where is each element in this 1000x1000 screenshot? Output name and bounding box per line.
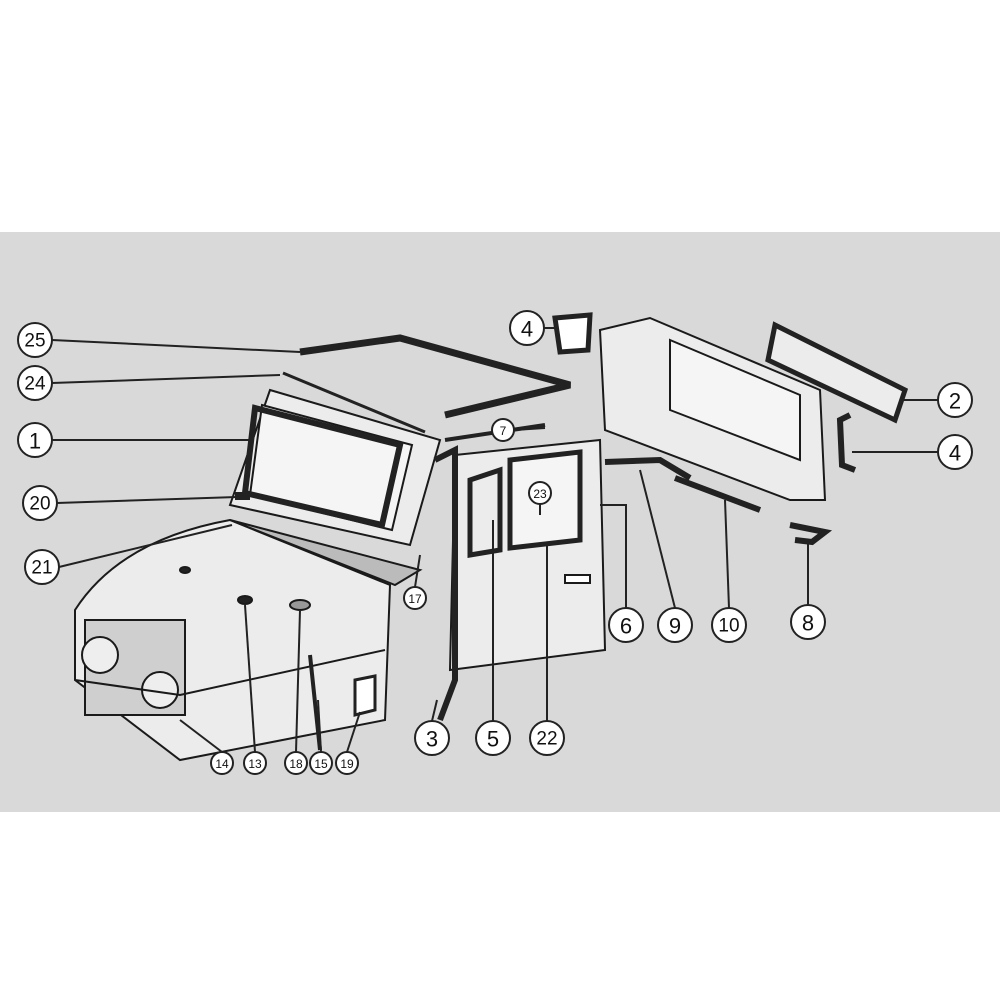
callout-rear-window-seal: 2 <box>937 382 973 418</box>
callout-circle <box>243 751 267 775</box>
callout-label: 8 <box>802 611 814 636</box>
leader-line-door-window-seal <box>600 504 627 608</box>
callout-label: 14 <box>215 757 229 771</box>
leader-line-cab-bottom-strip <box>724 499 730 609</box>
callout-label: 25 <box>24 331 45 352</box>
callout-grille-seal: 14 <box>210 751 234 775</box>
callout-label: 3 <box>426 727 438 752</box>
leader-line-cab-side-seal <box>639 469 676 609</box>
callout-circle <box>657 607 693 643</box>
callout-label: 2 <box>949 389 961 414</box>
callout-circle <box>711 607 747 643</box>
callout-door-seal: 3 <box>414 720 450 756</box>
callout-cowl-corner-seal: 17 <box>403 586 427 610</box>
leader-line-cowl-corner-seal <box>414 554 421 588</box>
leader-line-hood-seal <box>58 524 233 568</box>
callout-circle <box>17 322 53 358</box>
callout-label: 5 <box>487 727 499 752</box>
callout-circle <box>24 549 60 585</box>
callout-circle <box>210 751 234 775</box>
callout-label: 15 <box>314 757 328 771</box>
callout-label: 18 <box>289 757 303 771</box>
truck-front <box>74 518 423 762</box>
callout-label: 24 <box>24 374 46 395</box>
callout-label: 19 <box>340 757 354 771</box>
callout-circle <box>475 720 511 756</box>
callout-circle <box>509 310 545 346</box>
callout-circle <box>17 422 53 458</box>
callout-label: 13 <box>248 757 262 771</box>
callout-circle <box>608 607 644 643</box>
callout-circle <box>529 720 565 756</box>
callout-fender-seal: 15 <box>309 751 333 775</box>
callout-circle <box>22 485 58 521</box>
callout-label: 22 <box>536 729 557 750</box>
leader-line-vent-seal <box>346 711 361 753</box>
callout-window-glass-seal: 23 <box>528 481 552 505</box>
leader-line-cowl-seal <box>56 496 238 504</box>
leader-line-roof-seal <box>51 339 301 353</box>
callout-hood-bumper: 13 <box>243 751 267 775</box>
callout-door-top-seal: 7 <box>491 418 515 442</box>
leader-lines <box>51 327 938 753</box>
leader-line-fender-seal <box>317 699 322 753</box>
leader-line-grille-seal <box>179 719 223 753</box>
callout-label: 20 <box>29 494 50 515</box>
callout-circle <box>17 365 53 401</box>
callout-circle <box>937 434 973 470</box>
callout-door-window-seal: 6 <box>608 607 644 643</box>
callout-corner-seal: 8 <box>790 604 826 640</box>
callout-label: 9 <box>669 614 681 639</box>
callout-label: 23 <box>533 487 547 501</box>
callout-cab-bottom-strip: 10 <box>711 607 747 643</box>
callout-label: 17 <box>408 592 422 606</box>
leader-line-windshield-top-strip <box>51 374 281 384</box>
callout-label: 7 <box>500 424 507 438</box>
leader-line-hood-pad <box>295 609 301 753</box>
windshield-top-strip-shape <box>282 371 426 434</box>
callout-cowl-seal: 20 <box>22 485 58 521</box>
callout-label: 21 <box>31 558 52 579</box>
callout-circle <box>937 382 973 418</box>
callout-windshield-top-strip: 24 <box>17 365 53 401</box>
leader-line-door-top-seal <box>513 427 546 431</box>
cab-back <box>552 312 909 546</box>
callout-circle <box>491 418 515 442</box>
callout-roof-seal: 25 <box>17 322 53 358</box>
callout-vent-seal: 19 <box>335 751 359 775</box>
leader-line-door-seal <box>431 699 438 722</box>
callout-hood-pad: 18 <box>284 751 308 775</box>
callout-circle <box>528 481 552 505</box>
callout-cab-side-seal: 9 <box>657 607 693 643</box>
callout-window-channel: 22 <box>529 720 565 756</box>
callout-circle <box>284 751 308 775</box>
callout-label: 6 <box>620 614 632 639</box>
callout-label: 10 <box>718 616 739 637</box>
callout-circle <box>403 586 427 610</box>
leader-line-hood-bumper <box>244 604 256 753</box>
callout-label: 4 <box>521 317 533 342</box>
callout-label: 1 <box>29 429 41 454</box>
cowl-seal-shape <box>235 492 250 500</box>
callout-circle <box>335 751 359 775</box>
callout-label: 4 <box>949 441 961 466</box>
callout-circle <box>309 751 333 775</box>
callout-hood-seal: 21 <box>24 549 60 585</box>
callout-circle <box>790 604 826 640</box>
roof-seal-shape <box>299 334 571 419</box>
callout-windshield-seal: 1 <box>17 422 53 458</box>
windshield-seal-shape <box>241 404 404 529</box>
callout-circle <box>414 720 450 756</box>
callout-quarter-window-seal: 4 <box>509 310 545 346</box>
callout-vent-window-seal: 5 <box>475 720 511 756</box>
callout-rear-side-seal: 4 <box>937 434 973 470</box>
